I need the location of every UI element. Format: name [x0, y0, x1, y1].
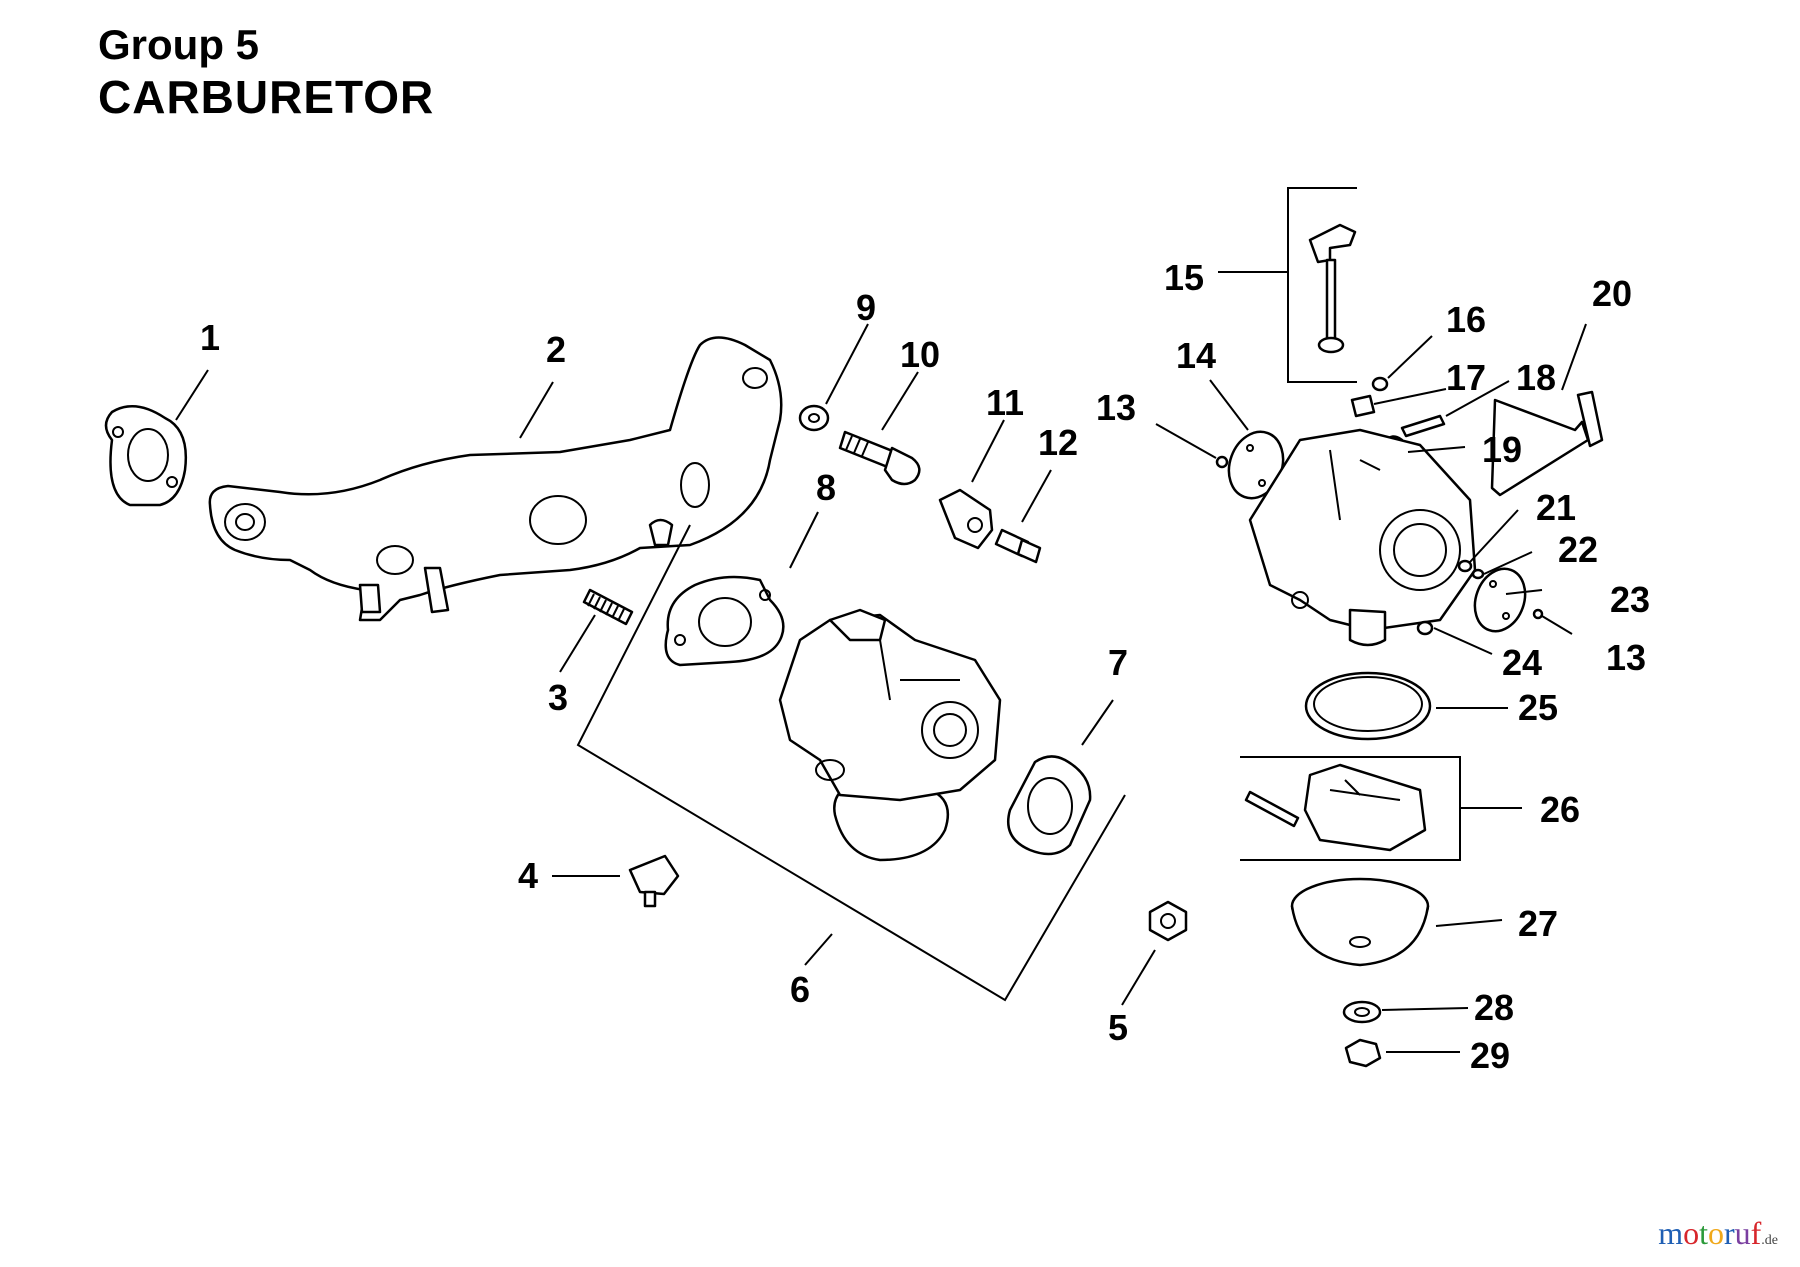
part-float-26: [1240, 756, 1461, 861]
part-bolt-10: [838, 430, 921, 486]
part-bowl-27: [1290, 877, 1430, 967]
watermark-letter: o: [1683, 1215, 1700, 1251]
watermark-letter: f: [1750, 1215, 1762, 1251]
part-screw-22: [1471, 568, 1485, 580]
callout-5: 5: [1108, 1007, 1128, 1048]
part-screw-13b: [1532, 608, 1544, 620]
callout-11: 11: [986, 382, 1024, 423]
part-carburetor-body: [1248, 428, 1477, 647]
callout-18: 18: [1516, 357, 1556, 398]
leader-lines: [175, 271, 1587, 1053]
part-nut: [1148, 900, 1188, 942]
callout-24: 24: [1502, 642, 1542, 683]
callout-12: 12: [1038, 422, 1078, 463]
part-bowl-nut-29: [1344, 1038, 1382, 1068]
part-fitting: [628, 854, 680, 908]
callout-25: 25: [1518, 687, 1558, 728]
callout-28: 28: [1474, 987, 1514, 1028]
callout-2: 2: [546, 329, 566, 370]
watermark-letter: m: [1658, 1215, 1684, 1251]
part-washer-9: [798, 404, 830, 432]
watermark-letter: o: [1707, 1215, 1724, 1251]
part-screw-18: [1400, 414, 1446, 438]
callout-26: 26: [1540, 789, 1580, 830]
part-screw-21: [1457, 559, 1473, 573]
callout-4: 4: [518, 855, 538, 896]
callout-9: 9: [856, 287, 876, 328]
watermark-letter: r: [1723, 1215, 1735, 1251]
page-title: CARBURETOR: [98, 71, 435, 123]
callout-1: 1: [200, 317, 220, 358]
part-screw-16: [1371, 376, 1389, 392]
part-intake-manifold: [208, 336, 783, 622]
callout-7: 7: [1108, 642, 1128, 683]
part-oring-25: [1304, 671, 1432, 741]
part-stud: [582, 588, 634, 626]
callout-29: 29: [1470, 1035, 1510, 1076]
part-gasket-1: [104, 405, 188, 507]
callout-13-lower: 13: [1606, 637, 1646, 678]
watermark-logo: motoruf.de: [1658, 1217, 1778, 1249]
callout-10: 10: [900, 334, 940, 375]
callout-13-upper: 13: [1096, 387, 1136, 428]
watermark-suffix: .de: [1761, 1233, 1778, 1248]
part-bracket: [938, 488, 994, 550]
part-spring-17: [1350, 394, 1376, 418]
callout-14: 14: [1176, 335, 1216, 376]
part-carburetor-assembly: [778, 608, 1002, 862]
part-gasket-8: [664, 575, 785, 667]
part-jet-24: [1416, 620, 1434, 636]
callout-21: 21: [1536, 487, 1576, 528]
callout-15: 15: [1164, 257, 1204, 298]
part-shaft-20: [1490, 390, 1604, 497]
callout-16: 16: [1446, 299, 1486, 340]
callout-23: 23: [1610, 579, 1650, 620]
watermark-letter: t: [1699, 1215, 1708, 1251]
callout-27: 27: [1518, 903, 1558, 944]
callout-labels: 1 2 3 4 5 6 7 8 9 10 11 12 13 14 15 16 1…: [200, 257, 1650, 1076]
group-label: Group 5: [98, 21, 260, 68]
callout-8: 8: [816, 467, 836, 508]
part-screw-12: [994, 528, 1042, 564]
callout-19: 19: [1482, 429, 1522, 470]
watermark-letter: u: [1734, 1215, 1751, 1251]
part-gasket-7: [1007, 755, 1092, 856]
callout-3: 3: [548, 677, 568, 718]
part-plate-23: [1473, 567, 1527, 633]
part-washer-28: [1342, 1000, 1382, 1024]
part-screw-13a: [1215, 455, 1229, 469]
callout-17: 17: [1446, 357, 1486, 398]
callout-20: 20: [1592, 273, 1632, 314]
callout-22: 22: [1558, 529, 1598, 570]
part-float-pin-15: [1287, 187, 1357, 383]
callout-6: 6: [790, 969, 810, 1010]
watermark-name: motoruf: [1658, 1215, 1761, 1251]
